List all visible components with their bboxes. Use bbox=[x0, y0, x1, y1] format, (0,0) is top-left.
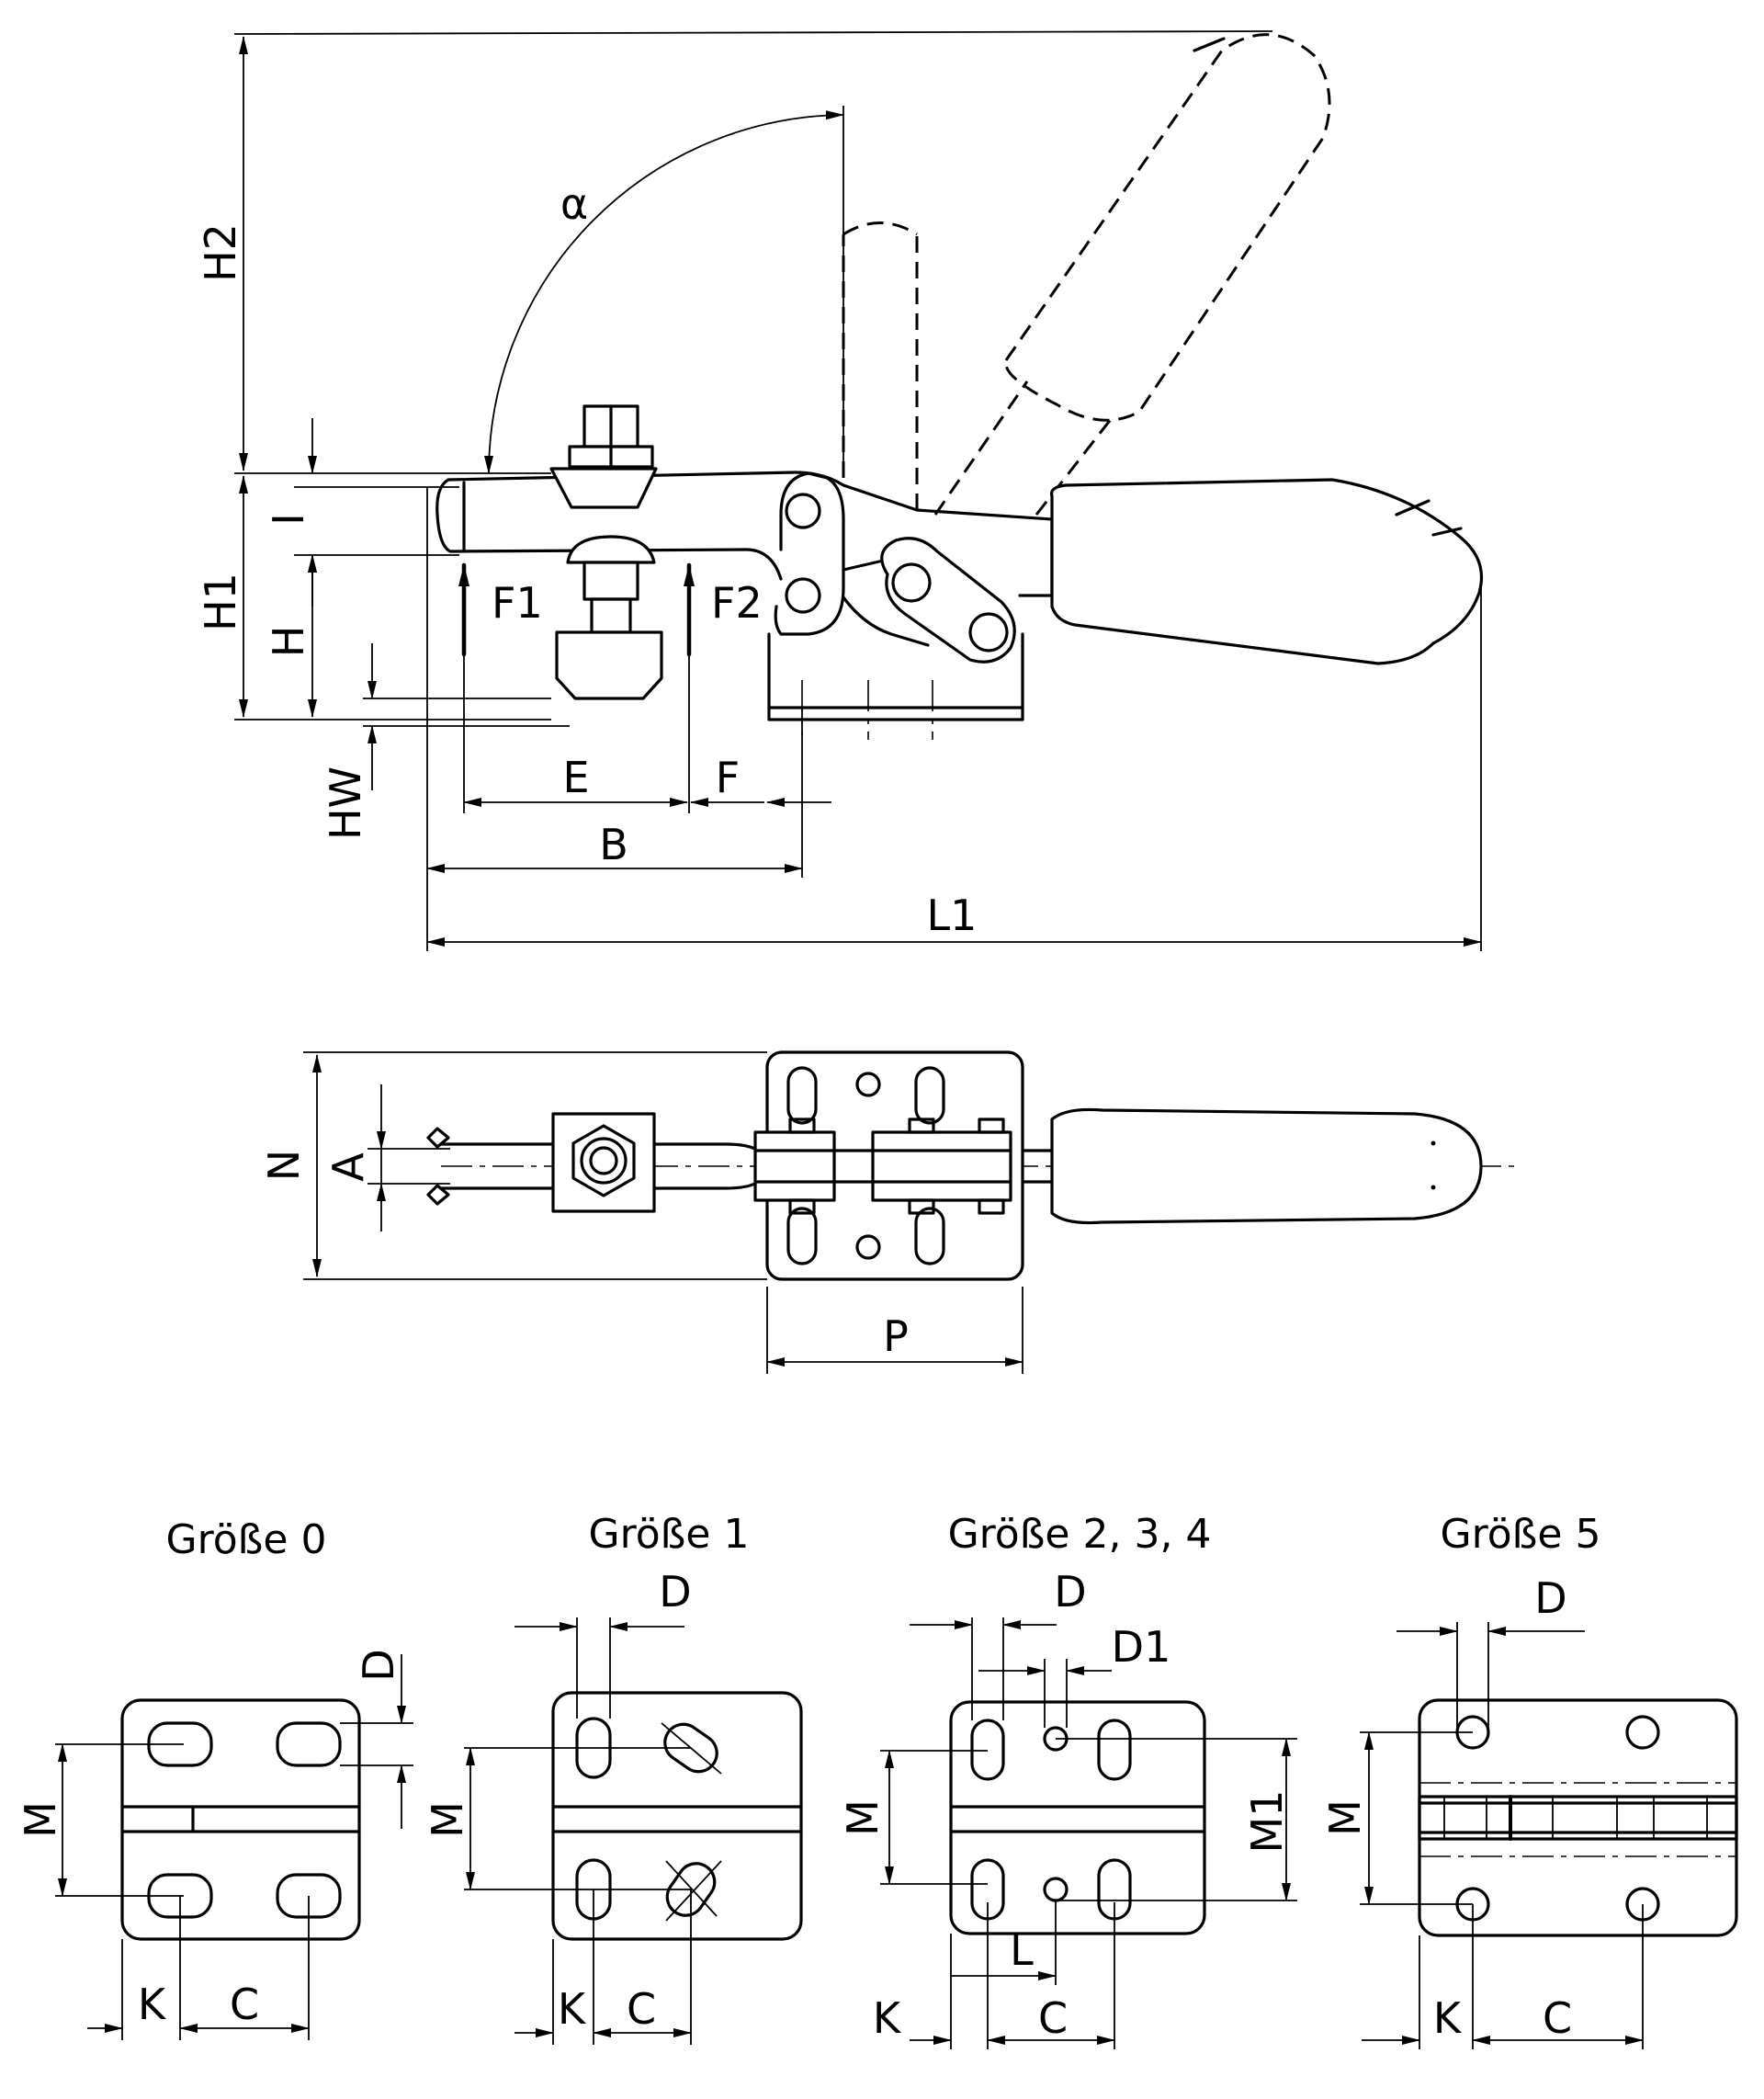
label-f1: F1 bbox=[492, 578, 543, 628]
label-size5-d: D bbox=[1534, 1573, 1566, 1623]
label-f2: F2 bbox=[711, 578, 763, 628]
label-size1-m: M bbox=[423, 1801, 472, 1838]
side-view: H2 α I H1 H HW F1 F2 E F B L1 bbox=[196, 30, 1484, 951]
title-size-5: Größe 5 bbox=[1441, 1511, 1601, 1558]
label-hw: HW bbox=[321, 766, 370, 840]
label-size0-c: C bbox=[230, 1980, 259, 2029]
label-size234-m1: M1 bbox=[1242, 1790, 1292, 1854]
label-size0-k: K bbox=[138, 1980, 167, 2029]
label-size234-d: D bbox=[1054, 1567, 1086, 1617]
label-i: I bbox=[264, 513, 313, 526]
base-plate-size-1: Größe 1 D M K C bbox=[423, 1511, 803, 2045]
label-p: P bbox=[883, 1311, 909, 1361]
base-plate-size-2-3-4: Größe 2, 3, 4 D D1 M M1 L bbox=[838, 1511, 1297, 2049]
label-size0-d: D bbox=[354, 1649, 403, 1681]
label-size5-k: K bbox=[1433, 1993, 1463, 2043]
label-size1-c: C bbox=[627, 1984, 656, 2034]
label-size234-m: M bbox=[838, 1799, 888, 1836]
label-n: N bbox=[259, 1150, 309, 1181]
base-plate-size-0: Größe 0 D M K C bbox=[16, 1516, 413, 2040]
label-h2: H2 bbox=[196, 223, 245, 282]
label-size234-l: L bbox=[1010, 1925, 1034, 1975]
label-alpha: α bbox=[560, 179, 588, 229]
label-size234-k: K bbox=[873, 1993, 902, 2043]
label-e: E bbox=[562, 753, 589, 802]
label-size234-c: C bbox=[1038, 1993, 1068, 2043]
label-size1-d: D bbox=[659, 1567, 691, 1617]
title-size-2-3-4: Größe 2, 3, 4 bbox=[948, 1511, 1212, 1558]
label-a: A bbox=[323, 1152, 373, 1182]
base-plate-size-5: Größe 5 D M K C bbox=[1320, 1511, 1738, 2049]
label-size1-k: K bbox=[558, 1984, 587, 2034]
label-b: B bbox=[599, 820, 628, 869]
top-view: N A P bbox=[259, 1050, 1521, 1374]
label-size5-m: M bbox=[1320, 1799, 1370, 1836]
label-h1: H1 bbox=[196, 573, 245, 631]
label-h: H bbox=[264, 626, 313, 658]
title-size-0: Größe 0 bbox=[166, 1516, 327, 1563]
label-f: F bbox=[716, 753, 740, 802]
title-size-1: Größe 1 bbox=[589, 1511, 750, 1558]
label-l1: L1 bbox=[927, 891, 978, 940]
label-size234-d1: D1 bbox=[1112, 1622, 1171, 1672]
label-size0-m: M bbox=[16, 1801, 65, 1838]
label-size5-c: C bbox=[1543, 1993, 1572, 2043]
